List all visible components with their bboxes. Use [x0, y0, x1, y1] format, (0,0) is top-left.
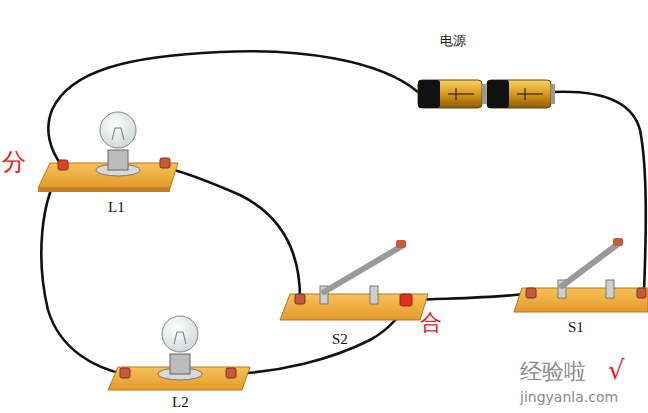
component-label: L2 [172, 395, 189, 410]
component-label: 电源 [440, 34, 466, 47]
component-label: L1 [108, 200, 125, 215]
lamp-holder [38, 112, 178, 192]
battery [418, 80, 555, 108]
switch [514, 238, 648, 312]
wire [166, 168, 300, 298]
wire [41, 168, 124, 374]
handwritten-note: 合 [420, 312, 442, 334]
lamp-holder [108, 316, 250, 390]
component-label: S1 [568, 320, 584, 335]
wire [48, 51, 418, 166]
watermark: √ [608, 357, 625, 383]
watermark: jingyanla.com [520, 390, 618, 404]
wire [553, 92, 646, 292]
watermark: 经验啦 [520, 361, 586, 383]
wire [412, 293, 531, 300]
switch [280, 240, 428, 320]
component-label: S2 [332, 332, 348, 347]
handwritten-note: 分 [2, 150, 26, 174]
wires [41, 51, 645, 374]
